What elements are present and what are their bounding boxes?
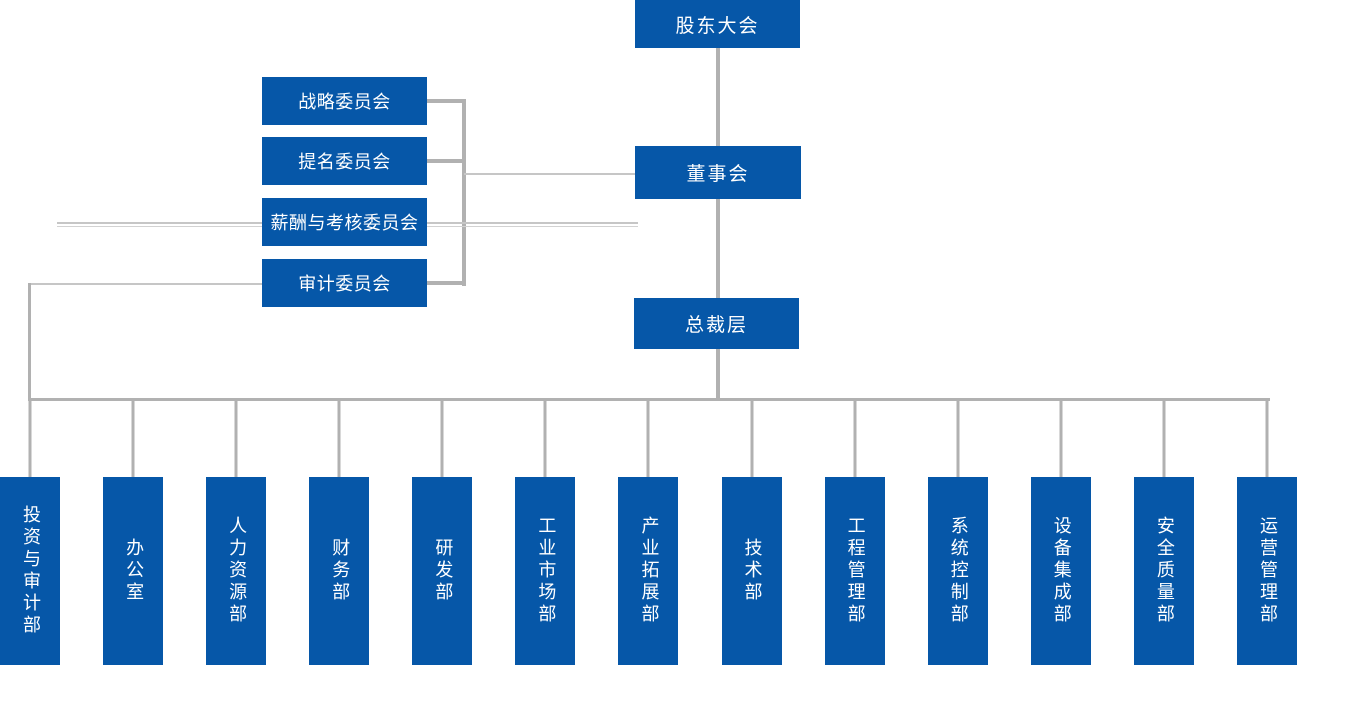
department-box: 安全质量部 bbox=[1133, 477, 1194, 665]
node-shareholders-meeting: 股东大会 bbox=[635, 0, 800, 48]
department-label: 工程管理部 bbox=[844, 516, 866, 626]
connector-department-drop bbox=[1162, 401, 1166, 477]
department-item: 工业市场部 bbox=[515, 401, 576, 665]
connector-department-drop bbox=[853, 401, 857, 477]
department-item: 技术部 bbox=[721, 401, 782, 665]
committee-audit: 审计委员会 bbox=[262, 259, 427, 307]
department-box: 工程管理部 bbox=[824, 477, 885, 665]
department-label: 系统控制部 bbox=[947, 516, 969, 626]
department-item: 工程管理部 bbox=[824, 401, 885, 665]
department-box: 运营管理部 bbox=[1236, 477, 1297, 665]
department-item: 办公室 bbox=[103, 401, 164, 665]
department-box: 人力资源部 bbox=[206, 477, 267, 665]
connector-nomination-stub bbox=[427, 159, 465, 163]
department-item: 系统控制部 bbox=[927, 401, 988, 665]
connector-audit-left bbox=[30, 283, 262, 285]
department-item: 人力资源部 bbox=[206, 401, 267, 665]
department-label: 办公室 bbox=[123, 538, 145, 604]
department-label: 技术部 bbox=[741, 538, 763, 604]
departments-row: 投资与审计部 办公室 人力资源部 财务部 研发部 bbox=[0, 401, 1297, 665]
connector-shareholders-to-board bbox=[716, 48, 720, 146]
department-label: 运营管理部 bbox=[1256, 516, 1278, 626]
connector-department-drop bbox=[234, 401, 238, 477]
department-item: 安全质量部 bbox=[1133, 401, 1194, 665]
department-box: 技术部 bbox=[721, 477, 782, 665]
department-box: 工业市场部 bbox=[515, 477, 576, 665]
department-label: 产业拓展部 bbox=[638, 516, 660, 626]
department-box: 系统控制部 bbox=[927, 477, 988, 665]
node-board-of-directors: 董事会 bbox=[635, 146, 801, 199]
node-label: 审计委员会 bbox=[298, 274, 391, 295]
node-label: 提名委员会 bbox=[298, 152, 391, 173]
connector-trunk-to-board bbox=[464, 173, 637, 175]
department-label: 设备集成部 bbox=[1050, 516, 1072, 626]
department-box: 产业拓展部 bbox=[618, 477, 679, 665]
committee-remuneration-assessment: 薪酬与考核委员会 bbox=[262, 198, 427, 246]
department-box: 投资与审计部 bbox=[0, 477, 60, 665]
department-item: 产业拓展部 bbox=[618, 401, 679, 665]
node-label: 股东大会 bbox=[675, 14, 760, 37]
node-label: 战略委员会 bbox=[298, 92, 391, 113]
connector-department-drop bbox=[1265, 401, 1269, 477]
connector-department-drop bbox=[337, 401, 341, 477]
connector-audit-down bbox=[28, 283, 31, 399]
department-item: 研发部 bbox=[412, 401, 473, 665]
connector-audit-stub bbox=[427, 281, 465, 285]
connector-committee-trunk bbox=[462, 99, 466, 286]
connector-department-drop bbox=[543, 401, 547, 477]
connector-department-drop bbox=[28, 401, 32, 477]
department-label: 人力资源部 bbox=[226, 516, 248, 626]
connector-department-drop bbox=[750, 401, 754, 477]
department-box: 办公室 bbox=[103, 477, 164, 665]
node-president-level: 总裁层 bbox=[634, 298, 799, 349]
department-label: 投资与审计部 bbox=[20, 505, 41, 637]
department-item: 投资与审计部 bbox=[0, 401, 60, 665]
connector-department-drop bbox=[131, 401, 135, 477]
department-label: 财务部 bbox=[329, 538, 351, 604]
connector-distribution-line bbox=[28, 398, 1270, 401]
connector-strategy-stub bbox=[427, 99, 465, 103]
committee-strategy: 战略委员会 bbox=[262, 77, 427, 125]
connector-department-drop bbox=[440, 401, 444, 477]
department-box: 财务部 bbox=[309, 477, 370, 665]
connector-department-drop bbox=[956, 401, 960, 477]
department-item: 财务部 bbox=[309, 401, 370, 665]
department-label: 工业市场部 bbox=[535, 516, 557, 626]
connector-president-to-distribution bbox=[716, 349, 720, 401]
connector-department-drop bbox=[1059, 401, 1063, 477]
department-label: 安全质量部 bbox=[1153, 516, 1175, 626]
node-label: 总裁层 bbox=[684, 314, 748, 336]
committee-nomination: 提名委员会 bbox=[262, 137, 427, 185]
connector-board-to-president bbox=[716, 199, 720, 298]
node-label: 董事会 bbox=[686, 163, 750, 185]
connector-department-drop bbox=[646, 401, 650, 477]
department-label: 研发部 bbox=[432, 538, 454, 604]
department-box: 设备集成部 bbox=[1030, 477, 1091, 665]
node-label: 薪酬与考核委员会 bbox=[270, 213, 419, 234]
department-item: 设备集成部 bbox=[1030, 401, 1091, 665]
department-item: 运营管理部 bbox=[1236, 401, 1297, 665]
department-box: 研发部 bbox=[412, 477, 473, 665]
